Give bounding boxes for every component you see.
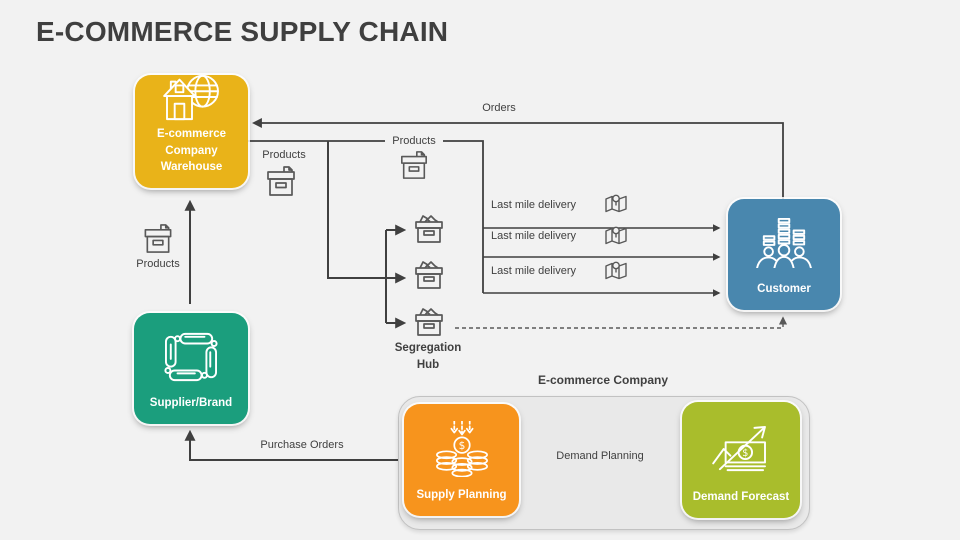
node-supply-planning-label: Supply Planning [416, 489, 507, 502]
label-demand-planning: Demand Planning [556, 450, 644, 462]
delivery-map-icon [605, 193, 627, 219]
open-parcel-icon [413, 307, 445, 342]
node-customer[interactable]: Customer [728, 199, 840, 310]
parcel-box-icon [399, 148, 429, 187]
node-supplier[interactable]: Supplier/Brand [134, 313, 248, 424]
open-parcel-icon [413, 260, 445, 295]
node-warehouse-label: E-commerce Company Warehouse [156, 127, 227, 174]
coin-stacks-icon: $ [434, 404, 490, 483]
label-segregation-hub: Segregation Hub [394, 342, 462, 371]
label-orders: Orders [482, 102, 516, 114]
svg-text:$: $ [458, 439, 465, 452]
node-warehouse[interactable]: E-commerce Company Warehouse [135, 74, 248, 188]
label-purchase-orders: Purchase Orders [260, 439, 344, 451]
label-products-to-hub: Products [385, 135, 443, 147]
parcel-box-icon [265, 164, 297, 203]
label-last-mile-1: Last mile delivery [491, 199, 576, 211]
label-last-mile-3: Last mile delivery [491, 265, 576, 277]
node-demand-forecast[interactable]: $ Demand Forecast [682, 402, 800, 518]
customers-bars-icon [755, 199, 813, 277]
page-title: E-COMMERCE SUPPLY CHAIN [36, 16, 449, 47]
label-last-mile-2: Last mile delivery [491, 230, 576, 242]
money-growth-icon: $ [711, 402, 771, 485]
conveyor-machine-icon [163, 313, 219, 391]
node-supply-planning[interactable]: $ Supply Planning [404, 404, 519, 516]
open-parcel-icon [413, 214, 445, 249]
label-products-from-warehouse: Products [262, 149, 306, 161]
node-customer-label: Customer [757, 283, 811, 296]
node-demand-forecast-label: Demand Forecast [692, 491, 790, 504]
svg-text:$: $ [742, 448, 748, 459]
parcel-box-icon [142, 222, 174, 260]
delivery-map-icon [605, 260, 627, 286]
group-label: E-commerce Company [537, 373, 669, 387]
label-products-from-supplier: Products [136, 258, 180, 270]
delivery-map-icon [605, 225, 627, 251]
node-supplier-label: Supplier/Brand [149, 397, 233, 410]
warehouse-globe-icon [161, 62, 223, 122]
